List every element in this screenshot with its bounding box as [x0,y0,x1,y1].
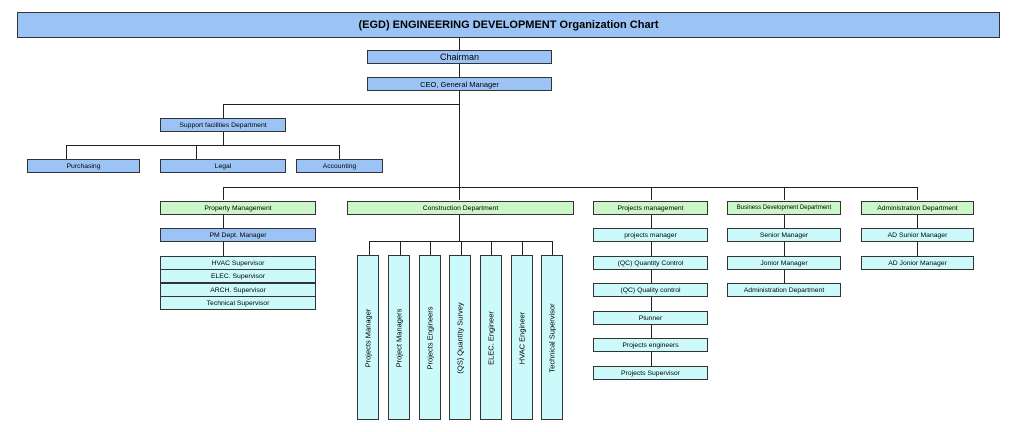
connector [552,241,553,255]
hvac-supervisor-box: HVAC Supervisor [160,256,316,270]
construction-role-project-managers: Project Managers [388,255,410,420]
connector [459,90,460,187]
role-label: HVAC Engineer [517,311,527,364]
connector [223,187,918,188]
role-label: Project Managers [394,308,404,367]
pm-manager-box: PM Dept. Manager [160,228,316,242]
quality-control-box: (QC) Quality control [593,283,708,297]
connector [917,187,918,200]
construction-department-box: Construction Department [347,201,574,215]
ad-sunior-manager-box: AD Sunior Manager [861,228,974,242]
construction-role-hvac-engineer: HVAC Engineer [511,255,533,420]
chart-title: (EGD) ENGINEERING DEVELOPMENT Organizati… [17,12,1000,38]
connector [223,104,224,118]
quantity-control-box: (QC) Quantity Control [593,256,708,270]
connector [223,215,224,228]
construction-role-projects-engineers: Projects Engineers [419,255,441,420]
connector [430,241,431,255]
connector [223,187,224,200]
accounting-box: Accounting [296,159,383,173]
connector [223,132,224,145]
legal-box: Legal [160,159,286,173]
connector [491,241,492,255]
role-label: (QS) Quantity Survey [455,301,465,374]
connector [459,38,460,50]
connector [400,241,401,255]
connector [196,145,197,159]
connector [459,215,460,241]
arch-supervisor-box: ARCH. Supervisor [160,283,316,297]
construction-role-technical-supervisor: Technical Supervisor [541,255,563,420]
connector [784,187,785,200]
connector [339,145,340,159]
connector [459,63,460,77]
projects-engineers-box: Projects engineers [593,338,708,352]
projects-management-box: Projects management [593,201,708,215]
role-label: Projects Engineers [425,306,435,369]
ad-jonior-manager-box: AD Jonior Manager [861,256,974,270]
plunner-box: Plunner [593,311,708,325]
connector [223,104,460,105]
technical-supervisor-box: Technical Supervisor [160,296,316,310]
chairman-box: Chairman [367,50,552,64]
connector [369,241,370,255]
bd-administration-box: Administration Department [727,283,841,297]
senior-manager-box: Senior Manager [727,228,841,242]
connector [784,215,785,283]
purchasing-box: Purchasing [27,159,140,173]
construction-role-quantity-survey: (QS) Quantity Survey [449,255,471,420]
property-management-box: Property Management [160,201,316,215]
connector [522,241,523,255]
elec-supervisor-box: ELEC. Supervisor [160,269,316,283]
support-department-box: Support facilities Department [160,118,286,132]
connector [66,145,67,159]
connector [223,242,224,256]
projects-supervisor-box: Projects Supervisor [593,366,708,380]
projects-manager-box: projects manager [593,228,708,242]
connector [66,145,340,146]
construction-role-projects-manager: Projects Manager [357,255,379,420]
role-label: ELEC. Engineer [486,310,496,365]
ceo-box: CEO, General Manager [367,77,552,91]
role-label: Technical Supervisor [547,302,557,373]
connector [461,241,462,255]
business-development-box: Business Development Department [727,201,841,215]
connector [459,187,460,200]
jonior-manager-box: Jonior Manager [727,256,841,270]
administration-department-box: Administration Department [861,201,974,215]
connector [651,187,652,200]
role-label: Projects Manager [363,308,373,367]
construction-role-elec-engineer: ELEC. Engineer [480,255,502,420]
